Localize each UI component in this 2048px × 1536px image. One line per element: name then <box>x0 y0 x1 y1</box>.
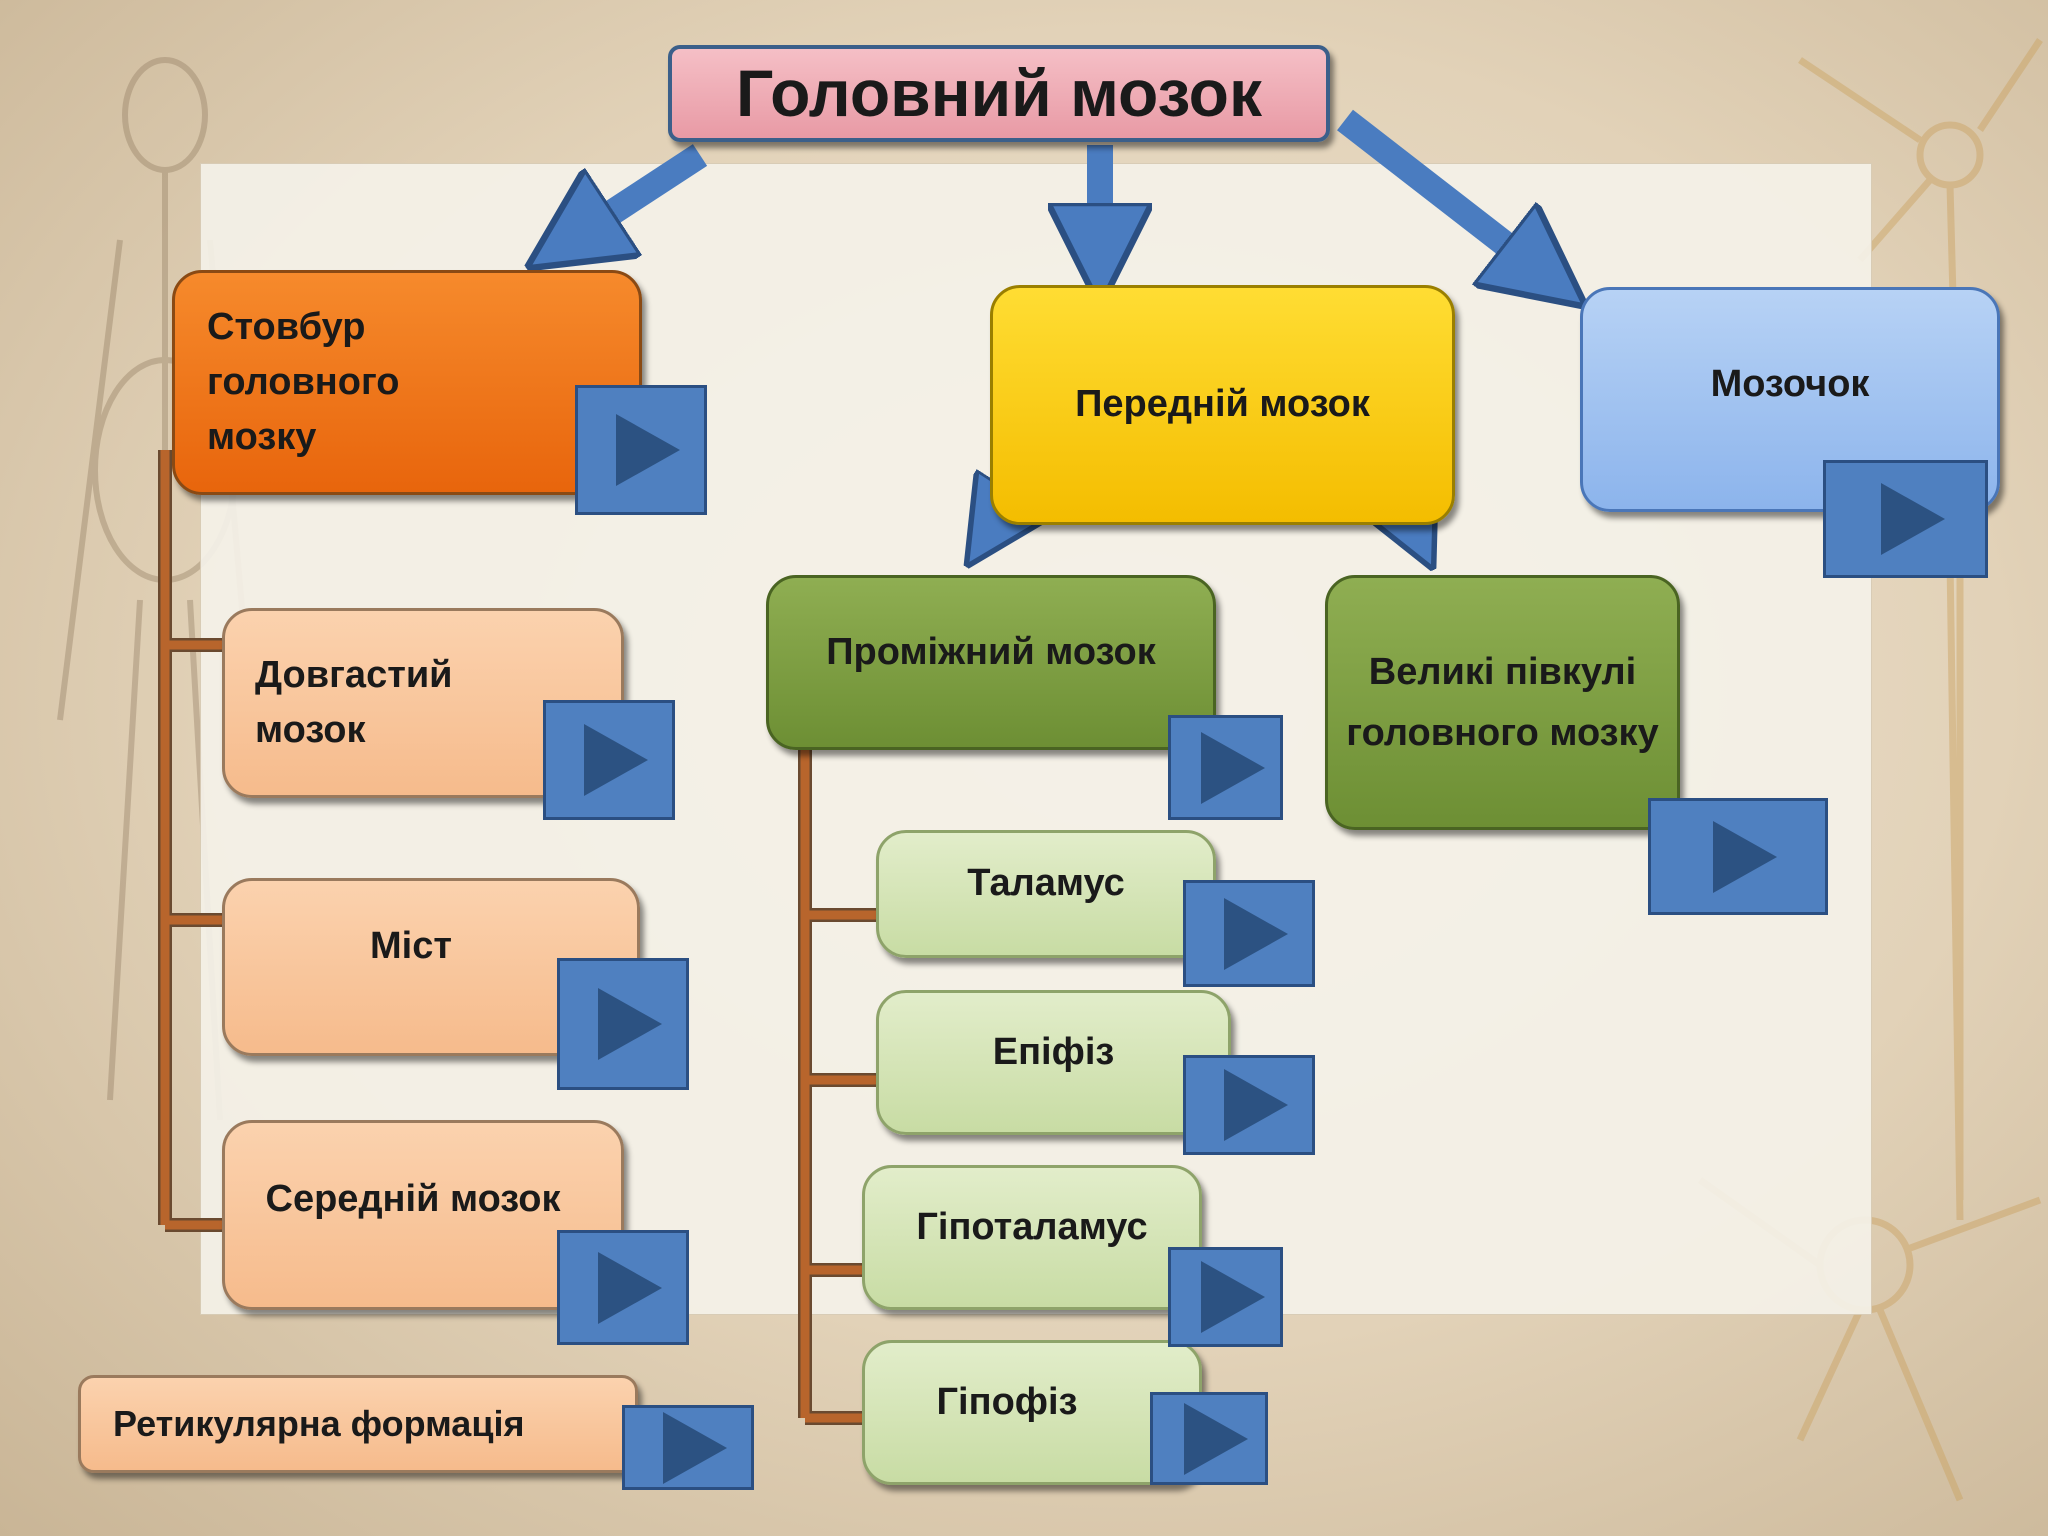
forebrain-label: Передній мозок <box>1075 383 1370 426</box>
midbrain-label: Середній мозок <box>265 1178 561 1221</box>
medulla-label: Довгастий мозок <box>255 653 453 751</box>
play-triangle-icon <box>1224 897 1288 970</box>
play-triangle-icon <box>1200 731 1265 804</box>
hemispheres-label: Великі півкулі головного мозку <box>1346 650 1659 754</box>
reticular-play-button[interactable] <box>622 1405 754 1490</box>
play-triangle-icon <box>1184 1402 1248 1475</box>
forebrain-node: Передній мозок <box>990 285 1455 525</box>
skull-sketch <box>122 57 208 173</box>
root-node: Головний мозок <box>668 45 1330 142</box>
medulla-play-button[interactable] <box>543 700 675 820</box>
hypophysis-play-button[interactable] <box>1150 1392 1268 1485</box>
play-triangle-icon <box>663 1411 727 1484</box>
play-triangle-icon <box>1200 1261 1265 1333</box>
thalamus-play-button[interactable] <box>1183 880 1315 987</box>
brainstem-node: Стовбур головного мозку <box>172 270 642 495</box>
cerebellum-label: Мозочок <box>1710 362 1870 405</box>
thalamus-node: Таламус <box>876 830 1216 958</box>
diencephalon-node: Проміжний мозок <box>766 575 1216 750</box>
root-label: Головний мозок <box>735 55 1262 130</box>
play-triangle-icon <box>616 414 680 486</box>
thalamus-label: Таламус <box>967 862 1125 905</box>
reticular-label: Ретикулярна формація <box>113 1402 525 1444</box>
brainstem-label: Стовбур головного мозку <box>207 305 400 459</box>
hemispheres-node: Великі півкулі головного мозку <box>1325 575 1680 830</box>
play-triangle-icon <box>1224 1069 1288 1141</box>
epiphysis-play-button[interactable] <box>1183 1055 1315 1155</box>
reticular-node: Ретикулярна формація <box>78 1375 638 1473</box>
play-triangle-icon <box>1713 820 1777 893</box>
hypothalamus-label: Гіпоталамус <box>916 1205 1148 1248</box>
hypothalamus-node: Гіпоталамус <box>862 1165 1202 1310</box>
play-triangle-icon <box>598 1251 662 1324</box>
hemispheres-play-button[interactable] <box>1648 798 1828 915</box>
play-triangle-icon <box>584 724 648 796</box>
epiphysis-label: Епіфіз <box>992 1030 1115 1073</box>
midbrain-play-button[interactable] <box>557 1230 689 1345</box>
hypophysis-label: Гіпофіз <box>936 1380 1078 1423</box>
diencephalon-play-button[interactable] <box>1168 715 1283 820</box>
play-triangle-icon <box>1880 483 1945 555</box>
epiphysis-node: Епіфіз <box>876 990 1231 1135</box>
cerebellum-play-button[interactable] <box>1823 460 1988 578</box>
pons-play-button[interactable] <box>557 958 689 1090</box>
play-triangle-icon <box>598 988 662 1060</box>
diencephalon-label: Проміжний мозок <box>826 630 1156 673</box>
brainstem-play-button[interactable] <box>575 385 707 515</box>
pons-label: Міст <box>370 925 452 968</box>
hypothalamus-play-button[interactable] <box>1168 1247 1283 1347</box>
